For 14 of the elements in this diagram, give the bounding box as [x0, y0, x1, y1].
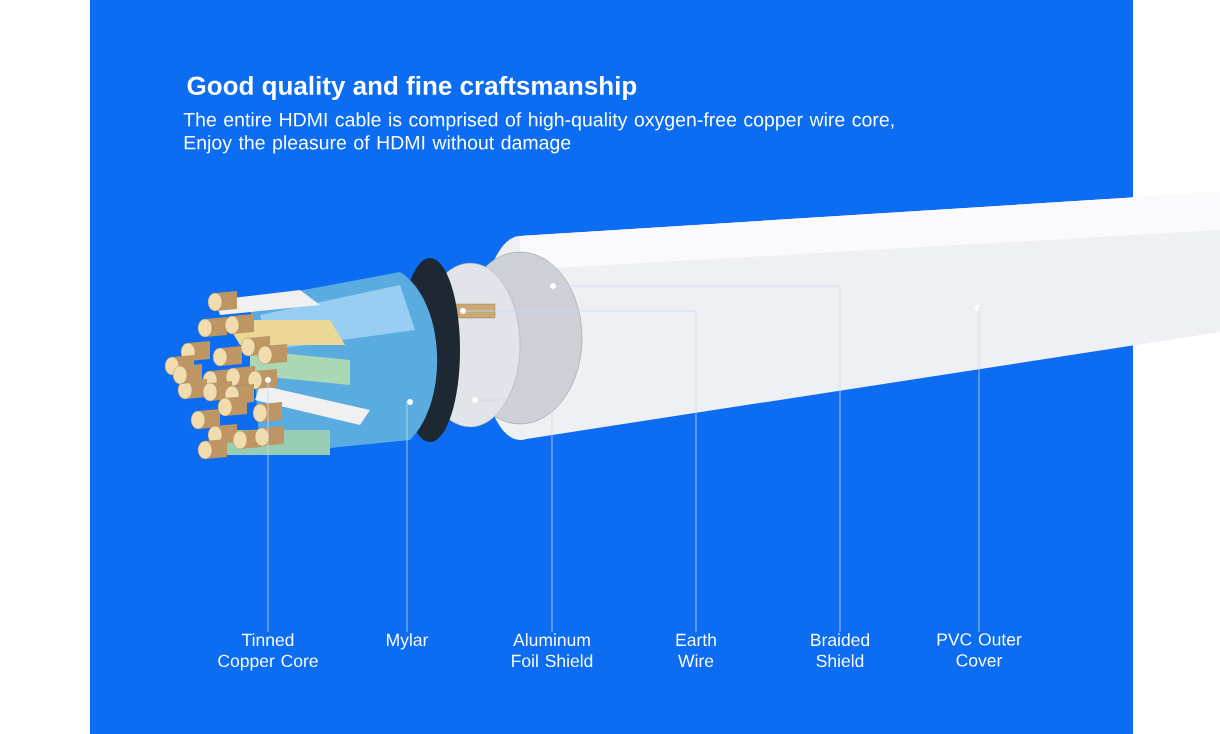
- part-label: Aluminum Foil Shield: [512, 633, 593, 668]
- part-label: Braided Shield: [811, 633, 870, 668]
- part-label: Earth Wire: [676, 633, 716, 668]
- leader-line: [465, 310, 697, 633]
- part-label: Mylar: [387, 633, 429, 650]
- leader-line: [555, 285, 841, 633]
- title: Good quality and fine craftsmanship: [187, 75, 637, 101]
- leader-line: [978, 307, 982, 633]
- part-label: PVC Outer Cover: [937, 633, 1022, 667]
- leader-line: [477, 399, 553, 633]
- description: The entire HDMI cable is comprised of high-quality oxygen-free copper wire core, Enjoy the pleasure of HDMI without damage: [183, 112, 894, 154]
- part-label: Tinned Copper Core: [218, 633, 318, 671]
- leader-line: [406, 401, 408, 633]
- leader-line: [267, 379, 269, 633]
